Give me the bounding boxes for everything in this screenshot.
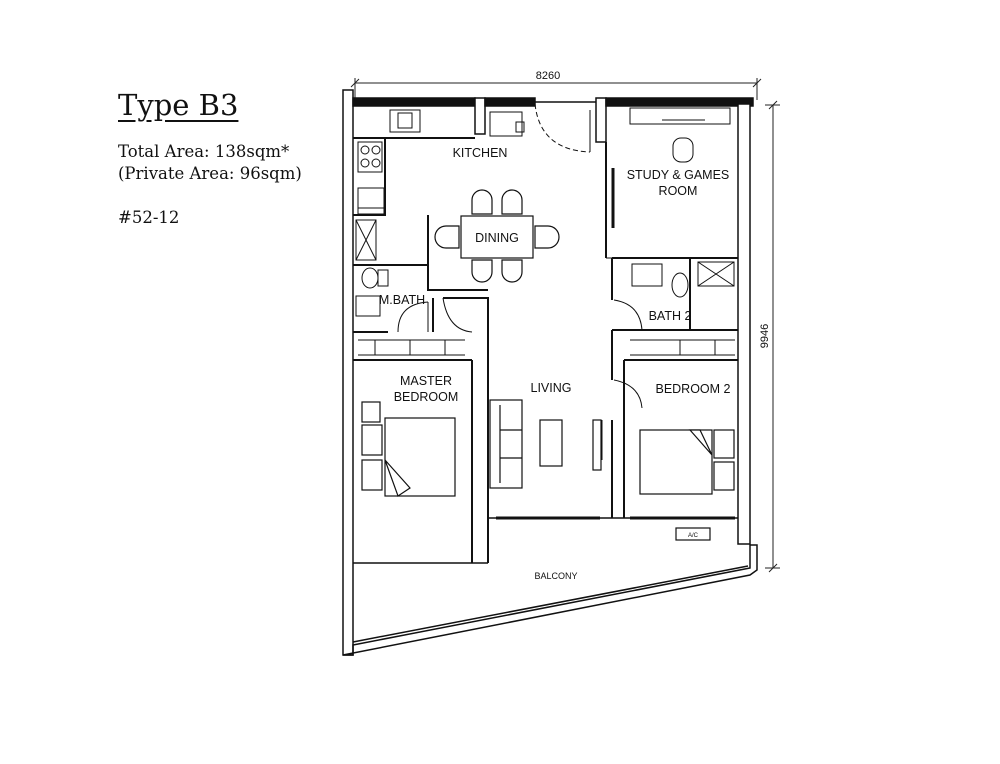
height-dimension xyxy=(765,100,780,573)
balcony-label: BALCONY xyxy=(534,571,577,581)
unit-number: #52-12 xyxy=(118,208,180,227)
kitchen-fixtures xyxy=(357,109,525,215)
mbath-label: M.BATH xyxy=(379,293,425,307)
study-label-line1: STUDY & GAMES xyxy=(627,168,730,182)
unit-info-panel: Type B3 Total Area: 138sqm* (Private Are… xyxy=(118,88,338,227)
interior-walls xyxy=(353,137,738,563)
master-bed xyxy=(361,401,456,497)
kitchen-label: KITCHEN xyxy=(453,146,508,160)
master-bedroom-label-line1: MASTER xyxy=(400,374,452,388)
living-label: LIVING xyxy=(531,381,572,395)
private-area-text: (Private Area: 96sqm) xyxy=(118,164,302,183)
width-dimension xyxy=(350,78,762,100)
exterior-walls xyxy=(342,89,754,656)
study-label-line2: ROOM xyxy=(659,184,698,198)
master-bedroom-label-line2: BEDROOM xyxy=(394,390,459,404)
bedroom2-label: BEDROOM 2 xyxy=(655,382,730,396)
unit-type-title: Type B3 xyxy=(118,88,239,122)
wardrobes xyxy=(358,339,735,356)
dining-table xyxy=(434,189,560,283)
ac-label: A/C xyxy=(688,533,699,539)
bedroom2-bed xyxy=(639,429,735,541)
total-area-text: Total Area: 138sqm* xyxy=(118,142,290,161)
door-swings xyxy=(397,103,643,409)
width-dimension-label: 8260 xyxy=(536,70,560,82)
dining-label: DINING xyxy=(475,231,519,245)
study-fixtures xyxy=(629,107,731,163)
height-dimension-label: 9946 xyxy=(759,324,771,348)
bath2-label: BATH 2 xyxy=(649,309,692,323)
bath-fixtures xyxy=(355,219,735,317)
living-furniture xyxy=(489,399,602,489)
